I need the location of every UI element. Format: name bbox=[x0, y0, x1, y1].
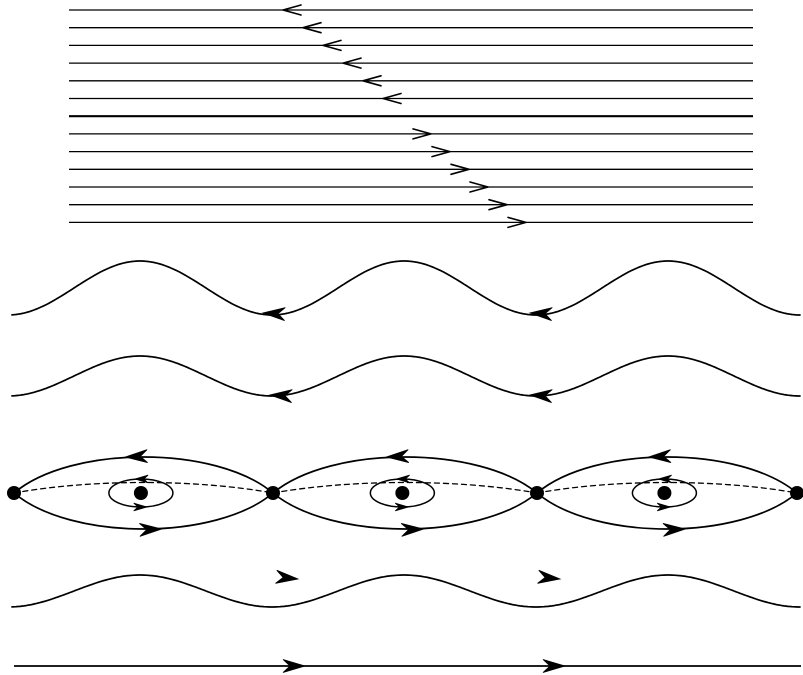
separatrix-lower-arrow bbox=[662, 523, 687, 537]
center-orbit-arrow bbox=[394, 474, 410, 484]
saddle-point bbox=[7, 486, 21, 500]
center-point bbox=[657, 486, 672, 500]
separatrix-lower bbox=[13, 492, 274, 530]
dashed-axis bbox=[272, 481, 538, 494]
saddle-point bbox=[530, 486, 544, 500]
bottom-line-arrow bbox=[282, 659, 307, 673]
saddle-point bbox=[790, 486, 803, 500]
wave-orbits-panel bbox=[7, 260, 803, 673]
upper-wave-1 bbox=[11, 260, 801, 316]
flow-arrow-right bbox=[488, 198, 508, 211]
separatrix-lower bbox=[272, 492, 538, 530]
upper-wave-2-arrow bbox=[528, 389, 553, 403]
upper-wave-1-arrow bbox=[528, 307, 553, 321]
center-orbit-arrow bbox=[133, 474, 149, 484]
separatrix-upper-arrow bbox=[123, 449, 148, 463]
flow-arrow-right bbox=[507, 216, 527, 229]
separatrix-upper bbox=[13, 456, 274, 494]
separatrix-upper-arrow bbox=[647, 449, 672, 463]
dashed-axis bbox=[13, 481, 274, 494]
flow-arrow-left bbox=[362, 75, 382, 87]
separatrix-lower bbox=[536, 492, 798, 530]
lower-wave-arrow bbox=[275, 569, 300, 584]
flow-arrow-left bbox=[322, 39, 342, 52]
upper-wave-1-arrow bbox=[261, 307, 286, 321]
bottom-line-arrow bbox=[542, 659, 567, 673]
center-orbit-arrow bbox=[656, 502, 672, 512]
upper-wave-2 bbox=[11, 355, 801, 397]
flow-arrow-left bbox=[302, 21, 322, 34]
center-point bbox=[133, 486, 148, 500]
separatrix-upper-arrow bbox=[385, 449, 410, 463]
center-point bbox=[395, 486, 410, 500]
flow-arrow-right bbox=[412, 128, 432, 140]
shear-flow-panel bbox=[69, 4, 753, 229]
center-orbit-arrow bbox=[133, 502, 149, 512]
flow-arrow-left bbox=[342, 57, 362, 69]
separatrix-upper bbox=[536, 456, 798, 494]
flow-arrow-right bbox=[431, 145, 451, 158]
saddle-point bbox=[266, 486, 280, 500]
dashed-axis bbox=[536, 481, 798, 494]
flow-arrow-left bbox=[382, 92, 402, 105]
flow-arrow-right bbox=[469, 181, 489, 193]
lower-wave-arrow bbox=[537, 569, 562, 584]
separatrix-lower-arrow bbox=[400, 523, 425, 537]
separatrix-lower-arrow bbox=[139, 523, 164, 537]
upper-wave-2-arrow bbox=[268, 389, 293, 403]
separatrix-upper bbox=[272, 456, 538, 494]
center-orbit-arrow bbox=[394, 502, 410, 512]
lower-wave bbox=[11, 574, 801, 608]
center-orbit-arrow bbox=[656, 474, 672, 484]
flow-arrow-left bbox=[282, 4, 302, 16]
flow-arrow-right bbox=[450, 163, 470, 176]
